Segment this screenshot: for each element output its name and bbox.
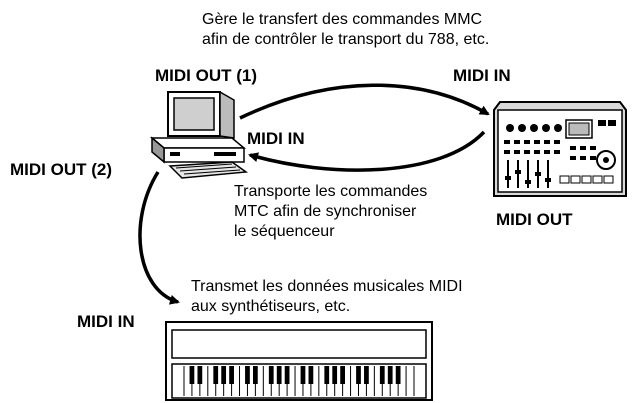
black-key	[268, 366, 274, 384]
black-key	[197, 366, 203, 384]
mmc-note-line-1: Gère le transfert des commandes MMC	[202, 11, 483, 28]
black-key	[229, 366, 234, 384]
synth-note-line-1: Transmet les données musicales MIDI	[191, 278, 463, 295]
synth-note-line-2: aux synthétiseurs, etc.	[191, 298, 351, 315]
arrow-midi-to-synth	[138, 171, 180, 305]
black-key	[332, 366, 338, 384]
black-key	[356, 366, 361, 384]
mtc-note: Transporte les commandes MTC afin de syn…	[234, 182, 427, 242]
computer-icon	[149, 90, 249, 179]
computer-midi-out-2-label: MIDI OUT (2)	[10, 160, 112, 179]
black-key	[213, 366, 219, 384]
arrow-mmc-out	[239, 83, 490, 120]
recorder-midi-out-label: MIDI OUT	[496, 210, 573, 229]
black-key	[253, 366, 258, 384]
mtc-note-line-3: le séquenceur	[234, 223, 335, 240]
black-key	[340, 366, 345, 384]
mmc-note: Gère le transfert des commandes MMC afin…	[202, 10, 489, 50]
arrow-mtc-in	[248, 130, 486, 172]
mmc-note-line-2: afin de contrôler le transport du 788, e…	[202, 31, 490, 48]
computer-midi-in-label: MIDI IN	[247, 129, 305, 148]
black-key	[395, 366, 401, 384]
recorder-midi-in-label: MIDI IN	[453, 66, 511, 85]
computer-midi-out-1-label: MIDI OUT (1)	[155, 66, 257, 85]
synthesizer-icon	[165, 321, 433, 401]
black-key	[300, 366, 306, 384]
black-key	[379, 366, 385, 384]
recorder-icon	[493, 101, 627, 197]
mtc-note-line-1: Transporte les commandes	[234, 183, 428, 200]
black-key	[308, 366, 314, 384]
keyboard-midi-in-label: MIDI IN	[77, 312, 135, 331]
black-key	[245, 366, 250, 384]
black-key	[284, 366, 290, 384]
synth-note: Transmet les données musicales MIDI aux …	[191, 277, 463, 317]
black-key	[221, 366, 227, 384]
mtc-note-line-2: MTC afin de synchroniser	[234, 203, 417, 220]
black-key	[364, 366, 369, 384]
black-key	[387, 366, 393, 384]
black-key	[189, 366, 195, 384]
black-key	[276, 366, 282, 384]
black-key	[324, 366, 330, 384]
